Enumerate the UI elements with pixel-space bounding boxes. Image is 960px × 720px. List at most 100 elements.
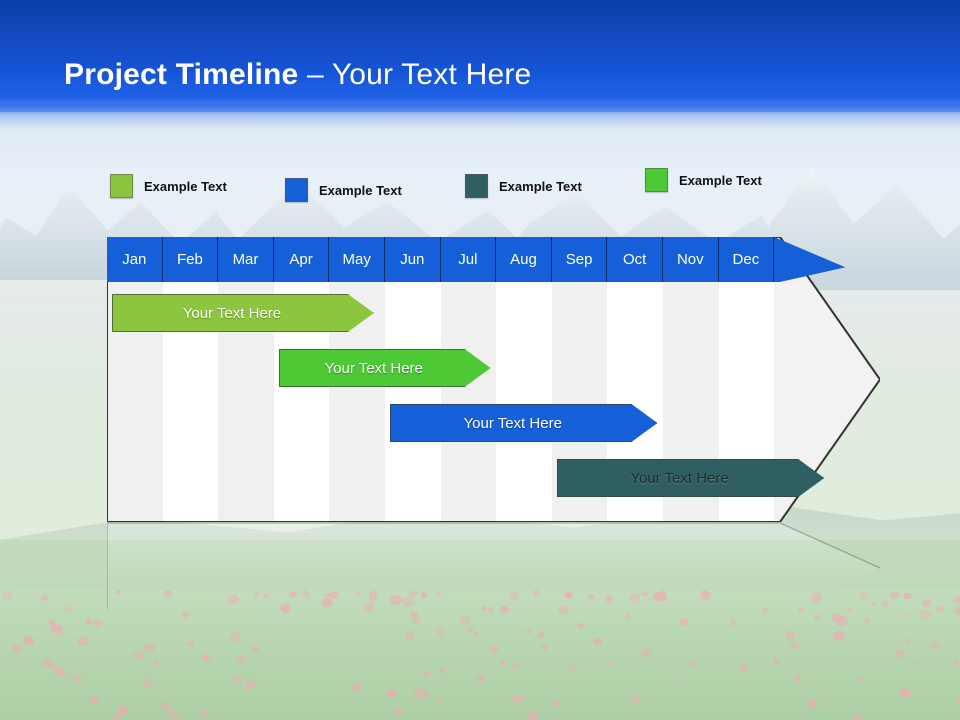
poppy-flower-icon — [199, 710, 208, 717]
page-title-rest: – Your Text Here — [298, 58, 532, 91]
poppy-flower-icon — [386, 688, 397, 698]
poppy-flower-icon — [870, 602, 876, 608]
poppy-flower-icon — [231, 675, 244, 686]
month-header-feb[interactable]: Feb — [163, 237, 219, 282]
task-bar-arrow-shape — [112, 294, 374, 332]
poppy-flower-icon — [920, 608, 933, 619]
poppy-flower-icon — [177, 716, 183, 720]
month-header-mar[interactable]: Mar — [218, 237, 274, 282]
task-bar[interactable]: Your Text Here — [112, 294, 374, 332]
poppy-flower-icon — [922, 598, 932, 607]
task-bar[interactable]: Your Text Here — [390, 404, 658, 442]
poppy-flower-icon — [762, 607, 770, 614]
poppy-flower-icon — [186, 641, 195, 648]
legend-item[interactable]: Example Text — [645, 168, 762, 192]
legend-item[interactable]: Example Text — [465, 174, 582, 198]
poppy-flower-icon — [489, 644, 499, 653]
poppy-flower-icon — [437, 696, 443, 702]
poppy-flower-icon — [785, 630, 796, 639]
poppy-flower-icon — [473, 631, 480, 637]
poppy-flower-icon — [49, 623, 62, 634]
poppy-flower-icon — [929, 641, 940, 651]
banner-fade — [0, 104, 960, 130]
poppy-flower-icon — [957, 697, 960, 705]
month-header-jan[interactable]: Jan — [107, 237, 163, 282]
poppy-flower-icon — [576, 622, 585, 629]
task-bar-arrow-shape — [556, 459, 825, 497]
poppy-flower-icon — [351, 682, 362, 691]
poppy-flower-icon — [41, 658, 53, 668]
poppy-flower-icon — [160, 702, 171, 711]
poppy-flower-icon — [142, 679, 153, 688]
poppy-flower-icon — [568, 665, 575, 671]
poppy-flower-icon — [551, 700, 561, 708]
poppy-flower-icon — [624, 612, 632, 619]
poppy-flower-icon — [438, 668, 445, 674]
poppy-flower-icon — [250, 645, 260, 654]
month-header-may[interactable]: May — [329, 237, 385, 282]
poppy-flower-icon — [60, 673, 66, 678]
legend-item-label: Example Text — [144, 178, 227, 194]
poppy-flower-icon — [41, 594, 49, 602]
poppy-flower-icon — [558, 605, 569, 615]
poppy-flower-icon — [806, 699, 818, 709]
month-header-aug[interactable]: Aug — [496, 237, 552, 282]
poppy-flower-icon — [605, 660, 613, 668]
poppy-flower-icon — [643, 646, 653, 654]
poppy-flower-icon — [2, 590, 12, 599]
month-header-apr[interactable]: Apr — [274, 237, 330, 282]
poppy-flower-icon — [863, 618, 870, 624]
page-title-bold: Project Timeline — [64, 58, 299, 91]
month-header-oct[interactable]: Oct — [607, 237, 663, 282]
poppy-flower-icon — [680, 617, 690, 626]
poppy-flower-icon — [412, 686, 424, 697]
poppy-flower-icon — [49, 619, 56, 625]
poppy-flower-icon — [857, 676, 864, 683]
poppy-flower-icon — [833, 631, 845, 642]
legend-swatch-icon — [645, 168, 668, 192]
poppy-flower-icon — [798, 608, 804, 613]
poppy-flower-icon — [229, 632, 241, 642]
month-header-sep[interactable]: Sep — [552, 237, 608, 282]
month-header-dec[interactable]: Dec — [719, 237, 775, 282]
poppy-flower-icon — [180, 610, 189, 618]
poppy-flower-icon — [894, 648, 906, 658]
poppy-flower-icon — [789, 642, 800, 651]
month-header-jun[interactable]: Jun — [385, 237, 441, 282]
chart-reflection — [107, 523, 880, 613]
legend-item-label: Example Text — [499, 178, 582, 194]
legend-swatch-icon — [110, 174, 133, 198]
poppy-flower-icon — [814, 614, 820, 620]
poppy-flower-icon — [52, 666, 65, 677]
poppy-flower-icon — [394, 707, 404, 716]
poppy-flower-icon — [540, 644, 549, 652]
poppy-flower-icon — [904, 638, 911, 644]
legend-item[interactable]: Example Text — [285, 178, 402, 202]
task-bar[interactable]: Your Text Here — [278, 349, 491, 387]
poppy-flower-icon — [411, 615, 421, 624]
poppy-flower-icon — [167, 709, 177, 718]
poppy-flower-icon — [511, 694, 521, 703]
poppy-flower-icon — [65, 604, 74, 612]
month-header-nov[interactable]: Nov — [663, 237, 719, 282]
poppy-flower-icon — [912, 660, 918, 665]
poppy-flower-icon — [434, 626, 446, 636]
poppy-flower-icon — [953, 605, 960, 616]
poppy-flower-icon — [537, 631, 545, 638]
poppy-flower-icon — [729, 621, 736, 627]
poppy-flower-icon — [956, 609, 960, 616]
legend-item-label: Example Text — [319, 182, 402, 198]
task-bar[interactable]: Your Text Here — [556, 459, 825, 497]
legend-item[interactable]: Example Text — [110, 174, 227, 198]
poppy-flower-icon — [889, 592, 899, 600]
poppy-flower-icon — [858, 592, 868, 601]
poppy-flower-icon — [12, 644, 22, 653]
poppy-flower-icon — [954, 661, 960, 666]
month-header-jul[interactable]: Jul — [441, 237, 497, 282]
poppy-flower-icon — [794, 675, 802, 682]
task-bar-label: Your Text Here — [182, 304, 282, 322]
poppy-flower-icon — [900, 688, 912, 698]
task-bar-arrow-shape — [390, 404, 658, 442]
poppy-flower-icon — [73, 675, 83, 683]
